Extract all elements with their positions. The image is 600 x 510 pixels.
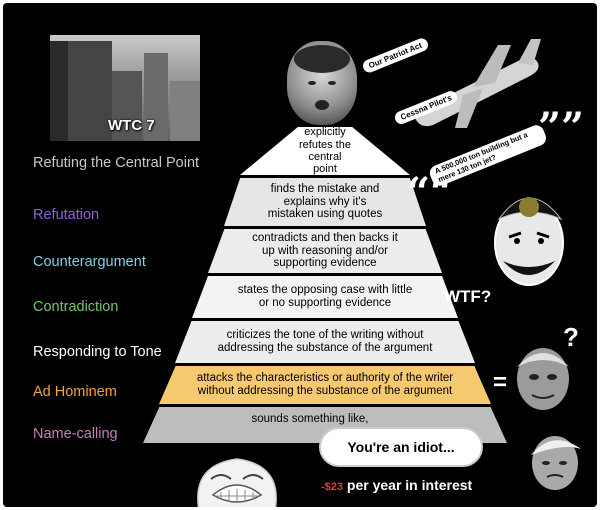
- wtc7-caption: WTC 7: [108, 117, 155, 134]
- negative-amount: -$23: [321, 481, 344, 493]
- tier-text: finds the mistake and explains why it's …: [267, 182, 383, 221]
- tier-text: attacks the characteristics or authority…: [196, 372, 454, 397]
- label-name-calling: Name-calling: [33, 426, 118, 442]
- question-mark: ?: [563, 322, 579, 352]
- wtc7-photo: WTC 7: [50, 35, 200, 141]
- pyramid-tier-3: contradicts and then backs it up with re…: [208, 229, 442, 273]
- interest-text: per year in interest: [343, 477, 473, 493]
- wtf-text: WTF?: [444, 287, 492, 306]
- label-text: Refuting the Central Point: [33, 155, 200, 171]
- pyramid-tier-1: explicitly refutes the central point: [240, 127, 410, 175]
- troll-face-icon: [197, 458, 277, 507]
- top-face-photo: [287, 41, 357, 125]
- interest-caption: -$23 per year in interest: [321, 477, 472, 493]
- pyramid-tier-4: states the opposing case with little or …: [192, 276, 458, 318]
- label-text: Ad Hominem: [33, 384, 117, 400]
- label-text: Refutation: [33, 207, 100, 223]
- equals-sign: =: [493, 369, 508, 396]
- speech-bubble: You're an idiot...: [319, 427, 483, 467]
- airplane-icon: [413, 39, 541, 128]
- cartoon-face-icon: [494, 197, 564, 286]
- infographic: WTC 7 Refuting the Central Point Refutat…: [3, 3, 597, 507]
- trump-face-icon: [531, 436, 581, 490]
- label-ad-hominem: Ad Hominem: [33, 384, 117, 400]
- label-refuting-central-point: Refuting the Central Point: [33, 155, 199, 171]
- label-refutation: Refutation: [33, 207, 99, 223]
- tier-text: criticizes the tone of the writing witho…: [217, 329, 433, 354]
- label-text: Contradiction: [33, 299, 119, 315]
- label-text: Responding to Tone: [33, 344, 162, 360]
- label-responding-to-tone: Responding to Tone: [33, 344, 162, 360]
- label-text: Counterargument: [33, 254, 146, 270]
- label-text: Name-calling: [33, 426, 118, 442]
- label-contradiction: Contradiction: [33, 299, 118, 315]
- tier-text: contradicts and then backs it up with re…: [252, 231, 398, 270]
- older-man-face-icon: [517, 348, 569, 410]
- pyramid-tier-6: attacks the characteristics or authority…: [159, 366, 491, 404]
- bubble-text: You're an idiot...: [347, 439, 455, 455]
- pyramid-tier-2: finds the mistake and explains why it's …: [224, 178, 426, 226]
- label-counterargument: Counterargument: [33, 254, 146, 270]
- pyramid-tier-5: criticizes the tone of the writing witho…: [175, 321, 475, 363]
- tier-text: states the opposing case with little or …: [237, 284, 413, 309]
- tier-text: explicitly refutes the central point: [299, 126, 351, 176]
- callout-text: A 500,000 ton building but a mere 130 to…: [433, 130, 529, 184]
- tier-text: sounds something like,: [251, 413, 369, 425]
